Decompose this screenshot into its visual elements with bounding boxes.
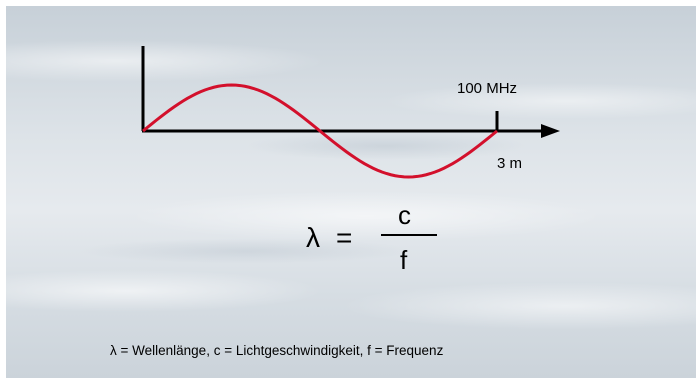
formula-lambda: λ bbox=[306, 222, 320, 253]
axes bbox=[141, 46, 560, 138]
formula-equals: = bbox=[336, 222, 353, 253]
frequency-label: 100 MHz bbox=[457, 80, 518, 97]
ocean-background bbox=[6, 6, 696, 378]
sine-wave bbox=[142, 83, 498, 179]
formula-denominator: f bbox=[400, 245, 408, 275]
wavelength-label: 3 m bbox=[497, 155, 523, 172]
legend-text: λ = Wellenlänge, c = Lichtgeschwindigkei… bbox=[110, 343, 444, 358]
fraction-bar bbox=[381, 234, 437, 236]
formula-numerator: c bbox=[398, 200, 411, 230]
x-axis-arrowhead bbox=[541, 124, 560, 138]
